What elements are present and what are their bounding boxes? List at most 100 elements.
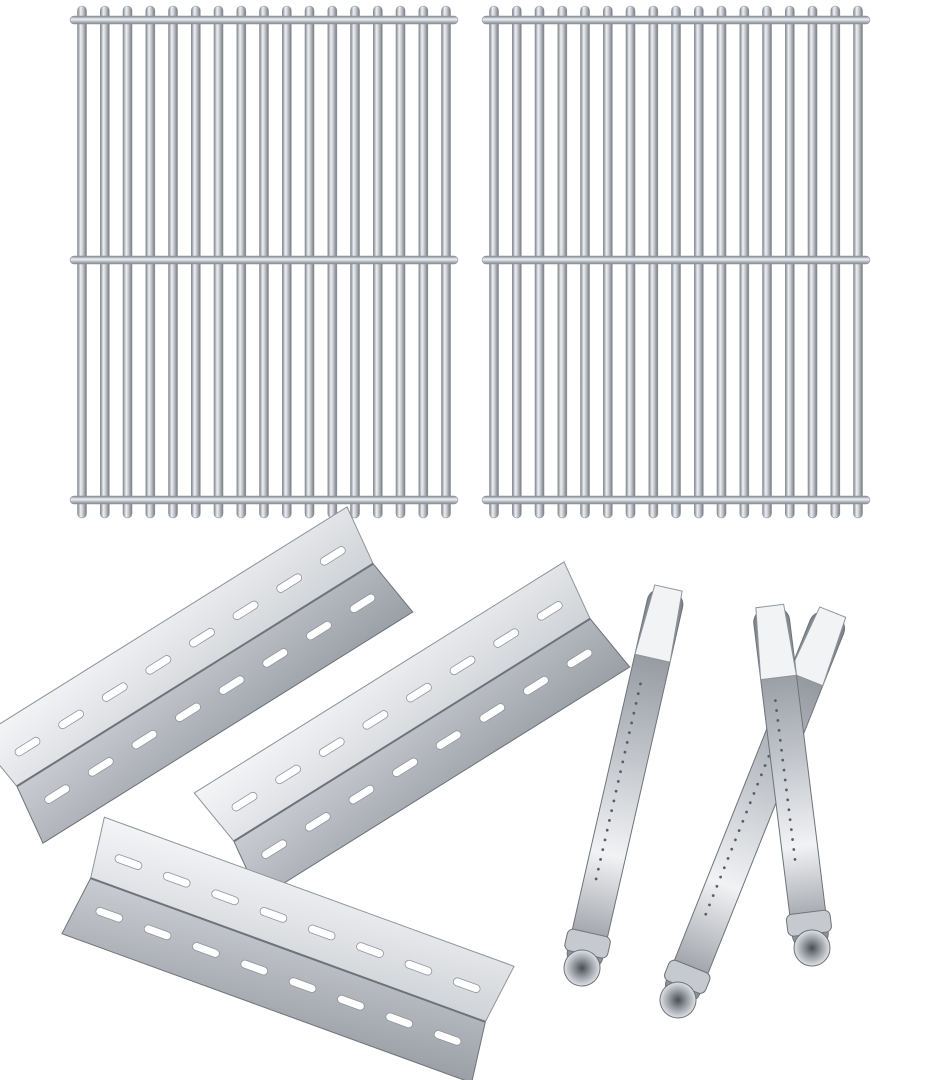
burner-tube-middle-port-hole — [781, 758, 785, 762]
cooking-grate-right-cross-bar — [481, 495, 871, 505]
heat-plate-top-middle-vent-slot — [449, 655, 476, 676]
burner-tube-right-port-hole — [745, 810, 748, 814]
burner-tube-right-port-hole — [715, 884, 719, 888]
heat-plate-top-left-vent-slot — [131, 729, 158, 750]
heat-plate-top-middle-vent-slot — [536, 601, 563, 621]
burner-tube-left-flattened-end — [634, 584, 683, 663]
heat-plate-top-middle-ridge — [233, 617, 591, 843]
burner-tube-middle — [753, 603, 832, 967]
heat-plate-top-left-vent-slot — [101, 682, 128, 702]
heat-plate-bottom-vent-slot — [288, 977, 317, 993]
heat-plate-bottom-vent-slot — [452, 977, 481, 994]
burner-tube-right-port-hole — [741, 819, 745, 823]
burner-tube-left-port-hole — [612, 799, 616, 803]
burner-tube-left-port-hole — [610, 809, 614, 813]
heat-plate-top-middle — [193, 561, 631, 899]
heat-plate-top-left-vent-slot — [189, 627, 215, 648]
burner-tube-left-port-hole — [625, 741, 629, 744]
burner-tube-left-port-hole — [603, 838, 607, 842]
burner-tube-left-port-hole — [599, 858, 602, 861]
heat-plate-top-left-vent-slot — [276, 573, 303, 593]
burner-tube-right-port-hole — [719, 875, 723, 879]
burner-tube-left-inlet — [563, 949, 601, 987]
heat-plate-top-middle-vent-slot — [479, 703, 506, 723]
heat-plate-bottom-vent-slot — [337, 994, 365, 1011]
heat-plate-top-middle-vent-slot — [435, 730, 462, 750]
burner-tube-middle-port-hole — [775, 709, 779, 712]
burner-tube-middle-port-hole — [777, 728, 781, 732]
burner-tube-middle-port-hole — [776, 719, 780, 722]
heat-plate-bottom-vent-slot — [307, 924, 336, 941]
cooking-grate-right-cross-bar — [481, 255, 871, 265]
heat-plate-bottom-vent-slot — [192, 942, 220, 958]
burner-tube-right-port-hole — [734, 838, 737, 842]
burner-tube-middle-port-hole — [792, 848, 796, 851]
burner-tube-middle-port-hole — [780, 748, 783, 752]
burner-tube-left-port-hole — [601, 848, 605, 852]
heat-plate-top-middle-vent-slot — [406, 682, 432, 703]
heat-plate-top-left-vent-slot — [175, 702, 201, 723]
burner-tube-right-flattened-end — [788, 606, 847, 687]
burner-tube-right-port-hole — [759, 773, 763, 777]
cooking-grate-left-cross-bar — [69, 255, 459, 265]
burner-tube-right-port-hole — [722, 866, 726, 870]
heat-plate-bottom-vent-slot — [95, 906, 124, 923]
heat-plate-top-middle-vent-slot — [261, 839, 288, 859]
heat-plate-top-left-vent-slot — [87, 757, 114, 777]
heat-plate-top-left-vent-slot — [349, 593, 376, 614]
heat-plate-top-left-vent-slot — [14, 736, 41, 757]
cooking-grate-right — [481, 5, 871, 519]
heat-plate-top-middle-vent-slot — [231, 791, 258, 812]
heat-plate-top-middle-vent-slot — [523, 675, 549, 696]
burner-tube-middle-port-hole — [782, 768, 786, 772]
heat-plate-top-left-vent-slot — [262, 648, 289, 668]
burner-tube-right-port-hole — [704, 912, 708, 916]
burner-tube-right-port-hole — [711, 894, 715, 898]
burner-tube-right-port-hole — [756, 782, 760, 786]
burner-tube-left-port-hole — [616, 780, 620, 783]
burner-tube-left-port-hole — [630, 721, 634, 725]
cooking-grate-left-cross-bar — [69, 495, 459, 505]
cooking-grate-right-cross-bar — [481, 15, 871, 25]
heat-plate-bottom-vent-slot — [385, 1012, 414, 1029]
heat-plate-top-left-vent-slot — [232, 600, 259, 621]
burner-tube-left-port-hole — [632, 711, 636, 715]
heat-plate-top-middle-vent-slot — [304, 812, 331, 832]
burner-tube-middle-port-hole — [789, 828, 793, 832]
burner-tube-left — [563, 584, 684, 987]
burner-tube-middle-inlet — [793, 929, 831, 967]
heat-plate-bottom-vent-slot — [143, 924, 172, 941]
heat-plate-bottom-vent-slot — [356, 942, 384, 958]
burner-tube-left-port-hole — [621, 760, 625, 764]
burner-tube-left-port-hole — [636, 692, 640, 696]
heat-plate-top-middle-vent-slot — [493, 628, 520, 648]
burner-tube-right-port-hole — [767, 754, 771, 758]
burner-tube-middle-port-hole — [778, 738, 782, 742]
burner-tube-left-port-hole — [623, 750, 627, 754]
burner-tube-right-port-hole — [726, 857, 730, 860]
burner-tube-middle-port-hole — [786, 798, 790, 802]
burner-tube-right-port-hole — [748, 801, 752, 805]
heat-plate-bottom-vent-slot — [162, 871, 191, 888]
burner-tube-middle-port-hole — [788, 818, 792, 822]
heat-plate-top-middle-vent-slot — [362, 710, 389, 730]
burner-tube-left-port-hole — [594, 877, 598, 881]
burner-tube-left-port-hole — [596, 867, 600, 871]
burner-tube-left-port-hole — [634, 701, 638, 705]
burner-tubes — [563, 584, 847, 1019]
burner-tube-middle-port-hole — [773, 699, 777, 703]
heat-plate-top-left — [0, 506, 414, 844]
burner-tube-left-port-hole — [619, 770, 622, 774]
heat-plate-top-left-vent-slot — [58, 709, 84, 730]
burner-tube-right-inlet — [659, 981, 697, 1019]
heat-plate-bottom-vent-slot — [240, 959, 269, 976]
burner-tube-right-port-hole — [737, 829, 741, 832]
heat-plate-top-middle-vent-slot — [348, 784, 375, 805]
heat-plate-top-middle-vent-slot — [318, 737, 345, 757]
burner-tube-right-port-hole — [763, 764, 767, 767]
burner-tube-middle-port-hole — [791, 838, 794, 841]
cooking-grate-left-cross-bar — [69, 15, 459, 25]
heat-plate-bottom-vent-slot — [114, 854, 143, 870]
